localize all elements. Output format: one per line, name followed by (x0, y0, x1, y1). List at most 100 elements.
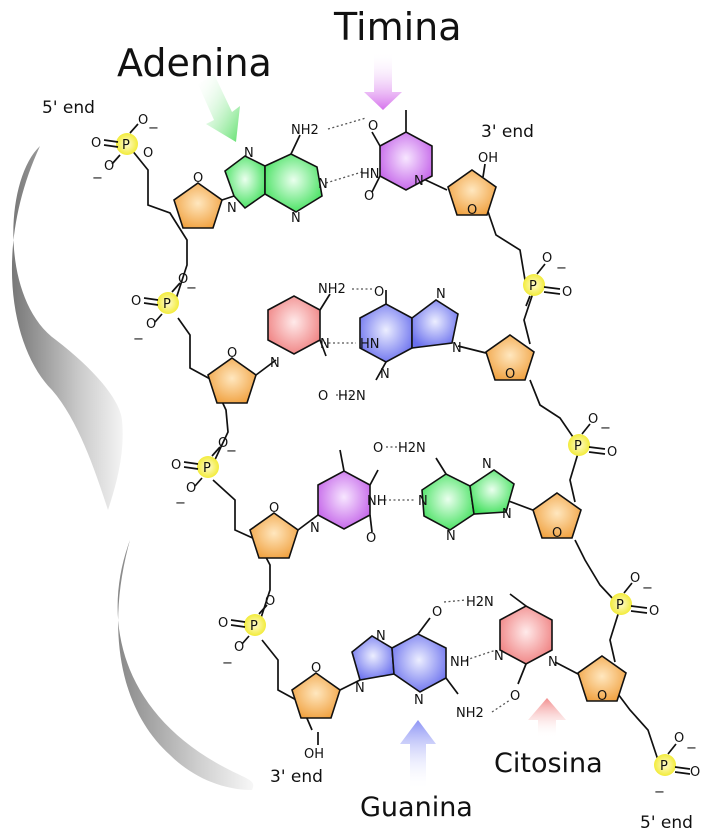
svg-text:O: O (227, 346, 237, 361)
svg-text:N: N (227, 201, 237, 216)
sugar-8 (577, 655, 627, 702)
svg-text:O: O (186, 481, 196, 496)
svg-text:OH: OH (478, 151, 498, 166)
svg-text:O: O (193, 171, 203, 186)
sugar-5 (447, 169, 497, 216)
svg-text:−: − (600, 421, 611, 436)
base-guanine-2 (351, 617, 459, 695)
svg-text:NH2: NH2 (456, 706, 484, 721)
svg-text:O: O (607, 445, 617, 460)
svg-text:O: O (234, 640, 244, 655)
svg-text:O: O (562, 285, 572, 300)
svg-text:P: P (250, 619, 258, 634)
svg-text:OH: OH (304, 747, 324, 762)
svg-text:O: O (674, 731, 684, 746)
svg-text:O: O (318, 389, 328, 404)
svg-text:O: O (364, 189, 374, 204)
sugar-2 (207, 357, 257, 404)
phosphate-group-7 (610, 582, 648, 615)
svg-text:−: − (133, 332, 144, 347)
base-adenine-2 (421, 457, 515, 531)
label-3-end-bottom: 3' end (270, 767, 323, 787)
svg-text:−: − (642, 581, 653, 596)
arrow-adenina (198, 74, 240, 142)
backbone-bonds (126, 143, 665, 765)
svg-text:N: N (376, 629, 386, 644)
svg-text:O: O (649, 604, 659, 619)
svg-text:P: P (660, 759, 668, 774)
label-5-end-bottom: 5' end (640, 813, 693, 833)
phosphate-group-6 (568, 423, 606, 456)
svg-text:N: N (446, 529, 456, 544)
svg-text:O: O (265, 594, 275, 609)
arrow-citosina (528, 698, 566, 738)
svg-text:−: − (92, 171, 103, 186)
svg-text:N: N (436, 287, 446, 302)
svg-text:O: O (597, 689, 607, 704)
svg-text:HN: HN (360, 337, 380, 352)
svg-text:N: N (452, 341, 462, 356)
base-cytosine-2 (499, 593, 553, 685)
svg-text:−: − (148, 121, 159, 136)
svg-text:O: O (552, 526, 562, 541)
svg-text:−: − (175, 496, 186, 511)
svg-text:N: N (502, 507, 512, 522)
svg-text:O: O (269, 501, 279, 516)
label-guanina: Guanina (360, 792, 473, 823)
label-timina: Timina (333, 5, 462, 49)
svg-text:N: N (291, 211, 301, 226)
svg-text:O: O (218, 436, 228, 451)
svg-text:O: O (373, 441, 383, 456)
base-guanine-1 (359, 290, 459, 381)
svg-text:O: O (143, 146, 153, 161)
svg-text:O: O (432, 605, 442, 620)
svg-text:O: O (505, 367, 515, 382)
svg-text:O: O (368, 119, 378, 134)
phosphate-group-1 (103, 123, 139, 165)
phosphate-group-2 (143, 282, 181, 323)
svg-text:O: O (690, 765, 700, 780)
svg-text:H2N: H2N (338, 389, 366, 404)
svg-text:NH: NH (367, 494, 387, 509)
svg-text:N: N (548, 655, 558, 670)
atom-labels: P P P P P P P P O O O O O O O O O O O O … (91, 113, 700, 800)
label-5-end-top: 5' end (42, 98, 95, 118)
svg-text:−: − (186, 281, 197, 296)
sugar-7 (532, 492, 582, 539)
svg-text:O: O (311, 661, 321, 676)
svg-text:H2N: H2N (398, 441, 426, 456)
svg-text:N: N (270, 356, 280, 371)
svg-text:N: N (494, 649, 504, 664)
svg-text:N: N (414, 693, 424, 708)
phosphate-group-3 (183, 446, 221, 487)
svg-text:O: O (138, 113, 148, 128)
svg-text:N: N (418, 494, 428, 509)
svg-text:−: − (654, 785, 665, 800)
svg-text:N: N (318, 177, 328, 192)
svg-text:P: P (163, 297, 171, 312)
svg-text:N: N (414, 174, 424, 189)
base-thymine-1 (371, 110, 433, 193)
svg-text:−: − (226, 444, 237, 459)
svg-text:O: O (467, 203, 477, 218)
svg-text:P: P (574, 439, 582, 454)
svg-text:O: O (104, 159, 114, 174)
phosphate-group-8 (654, 743, 691, 776)
svg-text:O: O (374, 285, 384, 300)
label-adenina: Adenina (117, 41, 272, 85)
sugars (173, 169, 627, 719)
svg-text:O: O (630, 571, 640, 586)
base-adenine-1 (224, 134, 323, 213)
svg-text:O: O (131, 294, 141, 309)
svg-text:N: N (482, 457, 492, 472)
helix-ribbon-bottom (117, 540, 254, 790)
label-citosina: Citosina (494, 748, 603, 779)
svg-text:HN: HN (360, 167, 380, 182)
svg-text:O: O (146, 317, 156, 332)
hydrogen-bonds (324, 117, 511, 713)
svg-text:NH2: NH2 (318, 282, 346, 297)
base-cytosine-1 (267, 293, 331, 357)
svg-text:−: − (686, 741, 697, 756)
svg-text:P: P (203, 461, 211, 476)
